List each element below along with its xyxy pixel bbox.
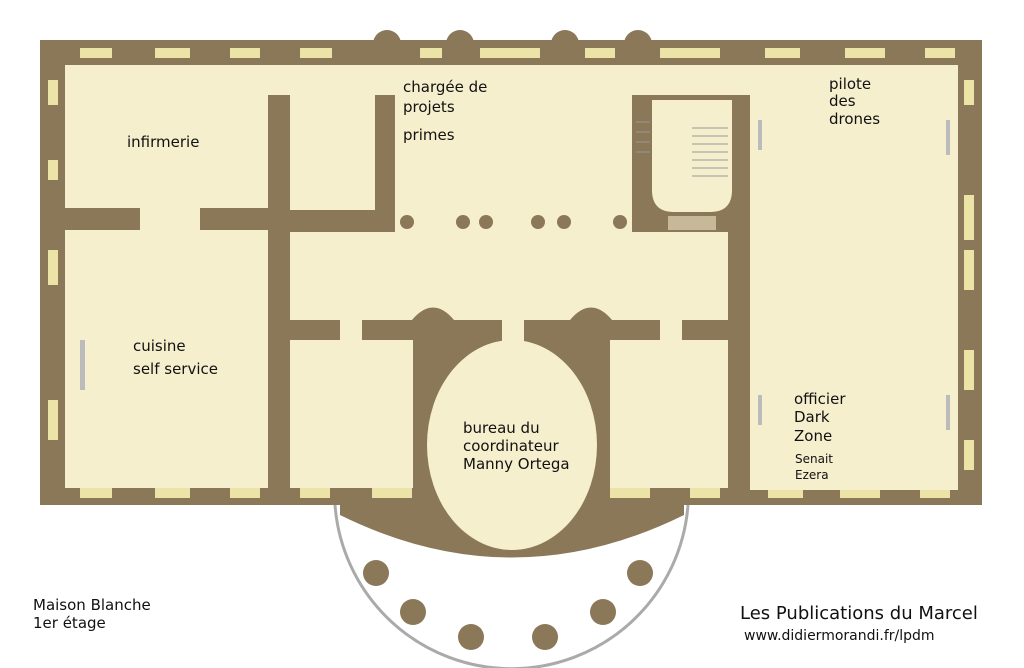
label-coordinateur: coordinateur (463, 437, 560, 455)
room-floors (65, 65, 958, 550)
label-senait: Senait (795, 452, 833, 466)
label-ezera: Ezera (795, 468, 829, 482)
label-manny-ortega: Manny Ortega (463, 455, 570, 473)
plan-floor: 1er étage (33, 614, 106, 632)
label-primes: primes (403, 126, 455, 144)
label-cuisine: cuisine (133, 337, 186, 355)
label-chargee: chargée de (403, 78, 487, 96)
room-right (610, 340, 728, 488)
label-des: des (829, 92, 856, 110)
label-zone: Zone (794, 427, 832, 445)
label-drones: drones (829, 110, 880, 128)
label-officier: officier (794, 390, 846, 408)
room-pilote-officier (750, 65, 958, 490)
publisher-credit: Les Publications du Marcel (740, 603, 978, 624)
label-projets: projets (403, 98, 455, 116)
room-infirmerie (65, 65, 268, 208)
room-left (290, 340, 413, 488)
label-self-service: self service (133, 360, 218, 378)
label-bureau: bureau du (463, 419, 540, 437)
publisher-url: www.didiermorandi.fr/lpdm (744, 628, 935, 644)
columns (400, 215, 627, 320)
corridor (290, 232, 728, 320)
label-pilote: pilote (829, 75, 871, 93)
label-infirmerie: infirmerie (127, 133, 199, 151)
colonnade (333, 504, 690, 668)
staircase (636, 100, 734, 230)
room-bureau-oval (427, 340, 597, 550)
label-dark: Dark (794, 408, 830, 426)
room-cuisine (65, 230, 268, 488)
room-chargee (395, 65, 632, 232)
plan-title: Maison Blanche (33, 596, 151, 614)
